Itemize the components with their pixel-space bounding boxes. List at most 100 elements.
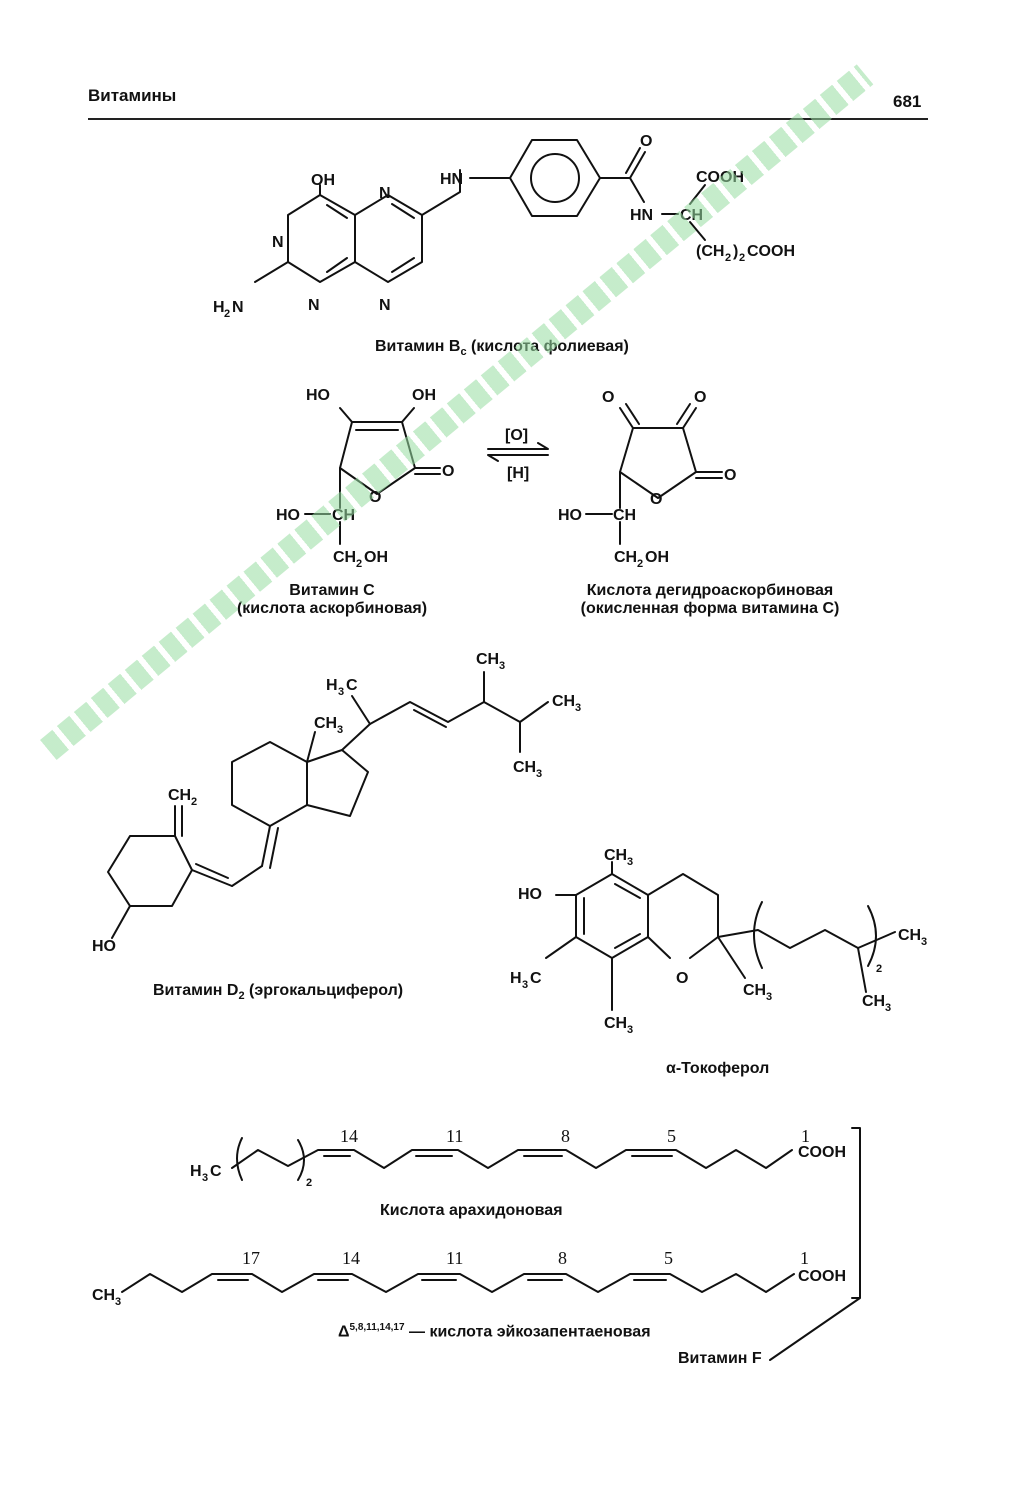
svg-text:CH: CH [680, 207, 703, 224]
svg-text:CH: CH [604, 1015, 627, 1032]
eicosapentaenoic-caption: Δ5,8,11,14,17 — кислота эйкозапентаенова… [338, 1322, 651, 1341]
page-number: 681 [893, 92, 922, 111]
svg-text:3: 3 [627, 856, 633, 868]
svg-text:CH: CH [604, 847, 627, 864]
svg-text:CH: CH [476, 651, 499, 668]
svg-text:3: 3 [885, 1002, 891, 1014]
svg-text:5: 5 [664, 1248, 673, 1268]
svg-text:HO: HO [306, 387, 330, 404]
tocopherol-caption: α-Токоферол [666, 1060, 770, 1077]
folic-acid-caption: Витамин Bc (кислота фолиевая) [375, 338, 629, 359]
svg-text:3: 3 [499, 660, 505, 672]
svg-text:2: 2 [876, 963, 882, 975]
svg-text:COOH: COOH [798, 1268, 846, 1285]
svg-text:2: 2 [191, 796, 197, 808]
ascorbic-acid-structure: HO OH O O HO CH CH 2 OH [276, 387, 454, 570]
svg-text:CH: CH [513, 759, 536, 776]
svg-text:HO: HO [558, 507, 582, 524]
svg-text:CH: CH [862, 993, 885, 1010]
svg-text:O: O [676, 970, 688, 987]
svg-text:COOH: COOH [696, 169, 744, 186]
svg-text:3: 3 [338, 686, 344, 698]
folic-acid-structure: OH N N N N H 2 N HN O COOH HN CH (CH 2 )… [213, 133, 795, 320]
vitamin-c-caption: Витамин C (кислота аскорбиновая) [236, 582, 428, 617]
svg-text:HN: HN [630, 207, 653, 224]
dehydroascorbic-structure: O O O O HO CH CH 2 OH [558, 389, 736, 570]
svg-text:8: 8 [558, 1248, 567, 1268]
svg-text:5: 5 [667, 1126, 676, 1146]
svg-text:H: H [213, 299, 225, 316]
svg-text:HO: HO [518, 886, 542, 903]
svg-text:OH: OH [311, 172, 335, 189]
svg-text:2: 2 [306, 1177, 312, 1189]
svg-text:11: 11 [446, 1248, 463, 1268]
svg-text:N: N [379, 185, 391, 202]
svg-text:3: 3 [202, 1172, 208, 1184]
svg-text:): ) [733, 243, 738, 260]
svg-text:2: 2 [725, 252, 731, 264]
svg-text:CH: CH [314, 715, 337, 732]
svg-text:[O]: [O] [505, 427, 528, 444]
svg-text:O: O [602, 389, 614, 406]
svg-text:O: O [369, 489, 381, 506]
svg-text:N: N [308, 297, 320, 314]
svg-text:O: O [694, 389, 706, 406]
svg-text:3: 3 [522, 979, 528, 991]
svg-text:8: 8 [561, 1126, 570, 1146]
svg-text:CH: CH [332, 507, 355, 524]
svg-text:H: H [326, 677, 338, 694]
svg-text:OH: OH [645, 549, 669, 566]
svg-text:C: C [530, 970, 542, 987]
svg-text:HO: HO [92, 938, 116, 955]
svg-text:3: 3 [115, 1296, 121, 1308]
svg-text:OH: OH [364, 549, 388, 566]
svg-text:3: 3 [921, 936, 927, 948]
svg-text:N: N [232, 299, 244, 316]
svg-text:COOH: COOH [747, 243, 795, 260]
svg-text:O: O [650, 491, 662, 508]
svg-text:3: 3 [536, 768, 542, 780]
svg-text:O: O [640, 133, 652, 150]
svg-text:COOH: COOH [798, 1144, 846, 1161]
svg-text:[H]: [H] [507, 465, 529, 482]
svg-text:2: 2 [356, 558, 362, 570]
svg-text:CH: CH [92, 1287, 115, 1304]
svg-text:1: 1 [800, 1248, 809, 1268]
svg-text:CH: CH [614, 549, 637, 566]
svg-text:14: 14 [342, 1248, 360, 1268]
svg-text:CH: CH [333, 549, 356, 566]
vitamin-f-bracket [769, 1127, 861, 1361]
svg-text:3: 3 [337, 724, 343, 736]
svg-text:17: 17 [242, 1248, 260, 1268]
svg-text:N: N [272, 234, 284, 251]
svg-text:CH: CH [898, 927, 921, 944]
svg-text:CH: CH [168, 787, 191, 804]
svg-text:2: 2 [637, 558, 643, 570]
svg-text:CH: CH [613, 507, 636, 524]
svg-text:CH: CH [743, 982, 766, 999]
svg-text:2: 2 [739, 252, 745, 264]
tocopherol-structure: CH 3 HO H 3 C O CH 3 CH 3 CH 3 CH 3 2 [510, 847, 927, 1036]
svg-text:14: 14 [340, 1126, 358, 1146]
arachidonic-caption: Кислота арахидоновая [380, 1202, 563, 1219]
svg-text:H: H [190, 1163, 202, 1180]
arachidonic-acid-structure: H 3 C 2 COOH 14 11 8 5 1 [190, 1126, 846, 1189]
svg-text:(CH: (CH [696, 243, 724, 260]
svg-text:1: 1 [801, 1126, 810, 1146]
svg-text:C: C [346, 677, 358, 694]
svg-text:3: 3 [766, 991, 772, 1003]
svg-text:H: H [510, 970, 522, 987]
svg-text:O: O [724, 467, 736, 484]
svg-text:HN: HN [440, 171, 463, 188]
svg-text:11: 11 [446, 1126, 463, 1146]
vitamin-f-caption: Витамин F [678, 1350, 762, 1367]
svg-text:C: C [210, 1163, 222, 1180]
svg-text:3: 3 [575, 702, 581, 714]
dehydroascorbic-caption: Кислота дегидроаскорбиновая (окисленная … [580, 582, 840, 617]
svg-text:2: 2 [224, 308, 230, 320]
svg-text:3: 3 [627, 1024, 633, 1036]
svg-text:HO: HO [276, 507, 300, 524]
equilibrium-arrows: [O] [H] [487, 427, 549, 482]
